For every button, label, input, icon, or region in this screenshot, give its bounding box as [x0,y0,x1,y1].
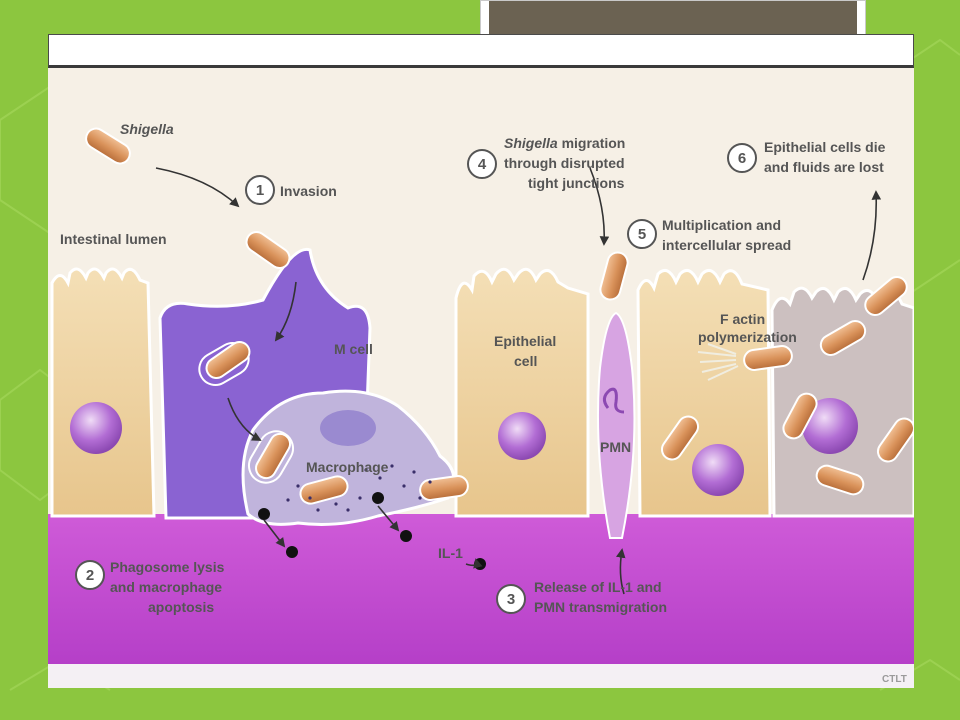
nucleus-dying [802,398,858,454]
label-step6-line2: and fluids are lost [764,159,884,175]
label-step4-line3: tight junctions [528,175,625,191]
label-invasion: Invasion [280,183,337,199]
pmn-nucleus [603,387,625,414]
label-factin-line1: F actin [720,311,765,327]
label-step5-line2: intercellular spread [662,237,791,253]
macrophage-nucleus [320,410,376,446]
lamina-propria [48,514,914,664]
ctlt-logo: CTLT [882,674,907,685]
bottom-strip [48,664,914,688]
label-macrophage: Macrophage [306,459,389,475]
f-actin-lines [697,343,739,381]
label-il1: IL-1 [438,545,463,561]
label-intestinal-lumen: Intestinal lumen [60,231,167,247]
epithelial-cell-center [454,267,590,518]
label-step2-line2: and macrophage [110,579,222,595]
label-step5-line1: Multiplication and [662,217,781,233]
diagram-frame: 1 2 3 4 5 6 Shigella Intestinal lumen In… [48,68,914,688]
label-step3-line2: PMN transmigration [534,599,667,615]
phagosome-vacuole-2 [248,430,294,484]
shigella-pathogenesis-diagram: 1 2 3 4 5 6 Shigella Intestinal lumen In… [48,68,914,688]
step-number-circles [75,143,757,614]
label-shigella: Shigella [120,121,174,137]
epithelial-cell-left [50,267,156,518]
label-pmn: PMN [600,439,631,455]
step-number-1: 1 [256,182,264,199]
label-m-cell: M cell [334,341,373,357]
apoptosis-dots [286,464,432,512]
label-step3-line1: Release of IL-1 and [534,579,662,595]
step-number-2: 2 [86,567,94,584]
nucleus-left [70,402,122,454]
flow-arrows [155,167,882,595]
label-step2-line3: apoptosis [148,599,214,615]
pmn-cell [596,311,636,539]
label-step4-line2: through disrupted [504,155,625,171]
label-step2-line1: Phagosome lysis [110,559,225,575]
macrophage [241,389,456,526]
label-step6-line1: Epithelial cells die [764,139,886,155]
step-number-6: 6 [738,150,746,167]
step-number-5: 5 [638,226,646,243]
label-step4-line1: Shigella migration [504,135,625,151]
label-factin-line2: polymerization [698,329,797,345]
step-number-3: 3 [507,591,515,608]
label-epithelial-line1: Epithelial [494,333,556,349]
nucleus-right [692,444,744,496]
label-epithelial-line2: cell [514,353,537,369]
step-number-4: 4 [478,156,487,173]
title-bar [48,34,914,68]
nucleus-center [498,412,546,460]
